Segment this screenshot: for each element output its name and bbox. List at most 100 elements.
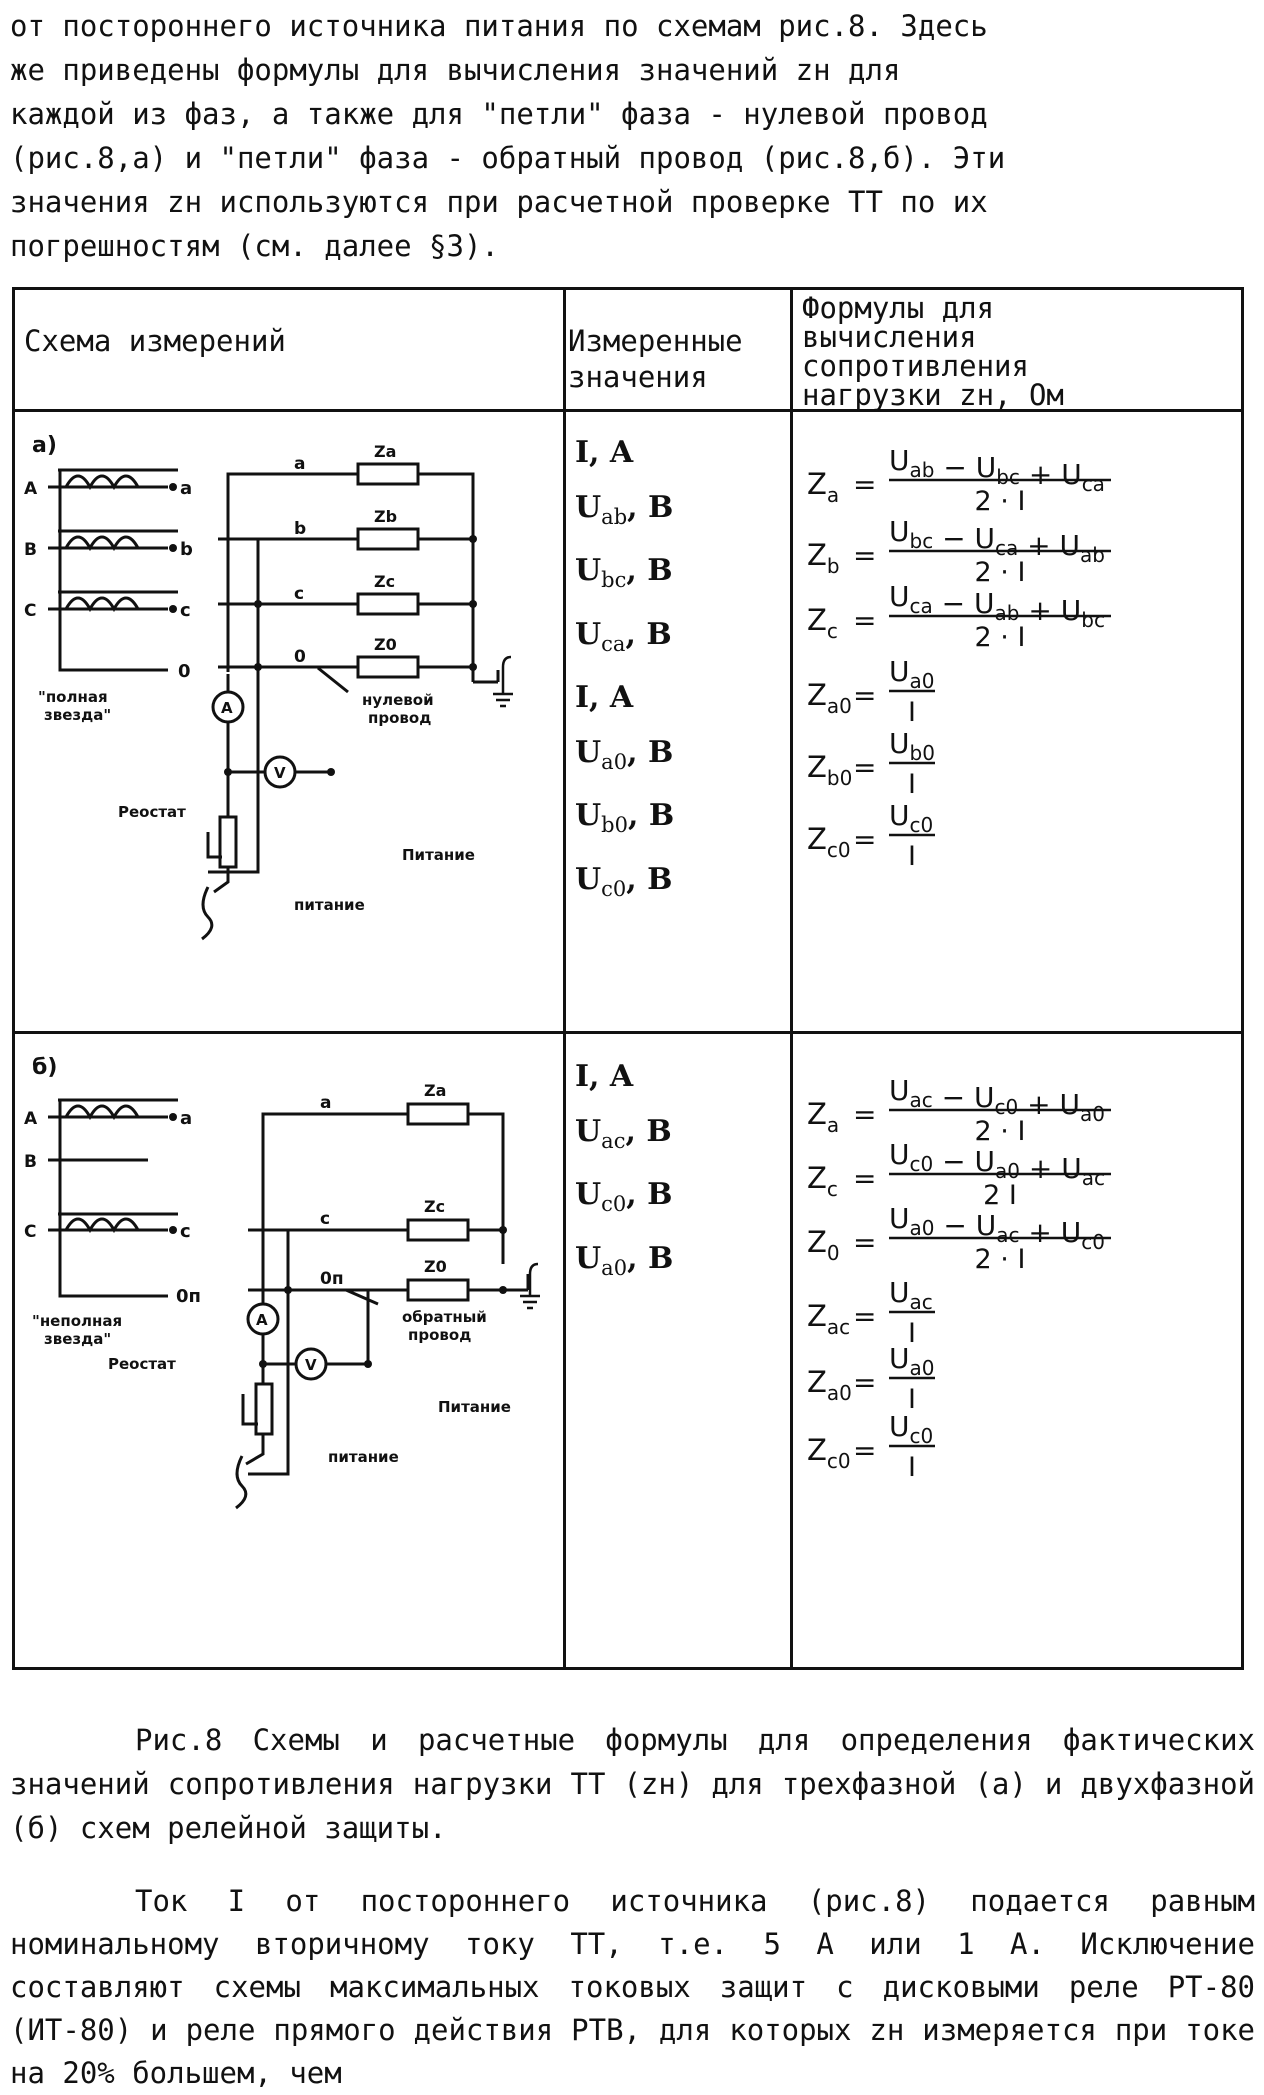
star-label: "полная bbox=[38, 688, 108, 706]
star-label: звезда" bbox=[44, 706, 111, 724]
supply-label: питание bbox=[328, 1448, 399, 1466]
formula-denominator: I bbox=[908, 841, 916, 872]
load-label: Za bbox=[374, 442, 396, 461]
load-label: Z0 bbox=[374, 635, 397, 654]
measured-value: I, A bbox=[575, 680, 634, 715]
measured-value: Uca, B bbox=[575, 616, 672, 656]
formula-denominator: I bbox=[908, 1384, 916, 1415]
formula-numerator: Uc0 bbox=[889, 799, 933, 837]
svg-text:=: = bbox=[853, 1098, 876, 1131]
column-divider bbox=[790, 290, 793, 1667]
neutral-label: нулевой bbox=[362, 691, 434, 709]
winding-label: C bbox=[24, 601, 36, 621]
output-label: 0п bbox=[176, 1286, 201, 1307]
measured-value: Uab, B bbox=[575, 489, 674, 529]
winding-coil bbox=[48, 1098, 178, 1121]
output-label: a bbox=[180, 1108, 192, 1129]
voltmeter-icon bbox=[263, 755, 297, 789]
voltmeter-icon bbox=[294, 1347, 328, 1381]
svg-text:=: = bbox=[853, 1226, 876, 1259]
measured-value: Ua0, B bbox=[575, 1240, 674, 1280]
measured-value: Ub0, B bbox=[575, 798, 675, 837]
row-divider bbox=[15, 409, 1241, 412]
formula-numerator: Uca − Uab + Ubc bbox=[889, 580, 1105, 632]
winding-coil bbox=[48, 529, 178, 552]
load-label: Za bbox=[424, 1081, 446, 1100]
neutral-label: провод bbox=[368, 709, 431, 727]
formula-lhs: Zc bbox=[807, 603, 838, 643]
winding-label: A bbox=[24, 1109, 38, 1129]
star-label: "неполная bbox=[32, 1312, 122, 1330]
scheme-diagram-b: б) A B C a c 0п "неполная звезда" a c 0п… bbox=[24, 1055, 540, 1510]
svg-text:=: = bbox=[853, 823, 876, 856]
voltmeter-label: V bbox=[274, 764, 286, 782]
line-label: b bbox=[294, 519, 306, 539]
supply-label: Питание bbox=[402, 846, 475, 864]
formula-denominator: 2 · I bbox=[975, 622, 1026, 653]
formula-numerator: Uc0 − Ua0 + Uac bbox=[889, 1138, 1105, 1190]
formula-numerator: Uc0 bbox=[889, 1410, 933, 1448]
svg-text:=: = bbox=[853, 539, 876, 572]
intro-line: от постороннего источника питания по схе… bbox=[10, 9, 988, 43]
rheostat-label: Реостат bbox=[108, 1355, 176, 1373]
load-label: Zb bbox=[374, 507, 397, 526]
formula-denominator: 2 · I bbox=[975, 557, 1026, 588]
winding-coil bbox=[48, 468, 178, 491]
formula-denominator: I bbox=[908, 697, 916, 728]
output-label: c bbox=[180, 1221, 191, 1242]
svg-text:=: = bbox=[853, 1366, 876, 1399]
formula-denominator: I bbox=[908, 1452, 916, 1483]
svg-text:=: = bbox=[853, 1162, 876, 1195]
formula-denominator: 2 · I bbox=[975, 486, 1026, 517]
formula-numerator: Ub0 bbox=[889, 727, 935, 765]
svg-text:=: = bbox=[853, 679, 876, 712]
svg-text:=: = bbox=[853, 1434, 876, 1467]
formula-lhs: Z0 bbox=[807, 1225, 840, 1265]
header-formulas-line: нагрузки zн, Ом bbox=[802, 378, 1064, 412]
column-divider bbox=[563, 290, 566, 1667]
ground-icon bbox=[520, 1262, 540, 1310]
load-label: Z0 bbox=[424, 1257, 447, 1276]
formula-numerator: Uac bbox=[889, 1276, 933, 1314]
line-label: a bbox=[320, 1093, 331, 1113]
line-label: c bbox=[294, 584, 304, 604]
header-formulas-line: вычисления bbox=[802, 320, 977, 354]
formula-numerator: Ua0 bbox=[889, 655, 934, 693]
formula-denominator: 2 · I bbox=[975, 1116, 1026, 1147]
diagram-label: б) bbox=[32, 1055, 57, 1080]
formula-numerator: Ua0 − Uac + Uc0 bbox=[889, 1202, 1105, 1254]
ammeter-icon bbox=[211, 690, 245, 724]
measured-value: Uac, B bbox=[575, 1113, 672, 1153]
formula-lhs: Zb0 bbox=[807, 750, 852, 790]
ground-icon bbox=[493, 655, 513, 708]
intro-line: каждой из фаз, а также для "петли" фаза … bbox=[10, 97, 988, 131]
measured-value: Ubc, B bbox=[575, 553, 673, 592]
header-formulas-line: Формулы для bbox=[802, 291, 995, 325]
scheme-diagram-a: а) A B C a b c 0 "полная звезда" a b c 0… bbox=[24, 433, 513, 941]
formula-numerator: Ubc − Uca + Uab bbox=[889, 515, 1105, 567]
formula-lhs: Za0 bbox=[807, 1365, 852, 1405]
line-label: c bbox=[320, 1209, 330, 1229]
diagram-label: а) bbox=[32, 433, 57, 458]
line-label: 0п bbox=[320, 1269, 344, 1289]
measured-value: I, A bbox=[575, 1059, 634, 1094]
formula-lhs: Za bbox=[807, 1097, 839, 1137]
header-formulas: Формулы для вычисления сопротивления наг… bbox=[802, 294, 1064, 410]
intro-paragraph: от постороннего источника питания по схе… bbox=[10, 4, 1255, 268]
output-label: 0 bbox=[178, 661, 191, 682]
measured-value: Ua0, B bbox=[575, 734, 674, 774]
ammeter-icon bbox=[246, 1302, 280, 1336]
line-label: 0 bbox=[294, 647, 306, 667]
star-label: звезда" bbox=[44, 1330, 111, 1348]
measured-value: Uc0, B bbox=[575, 861, 673, 901]
